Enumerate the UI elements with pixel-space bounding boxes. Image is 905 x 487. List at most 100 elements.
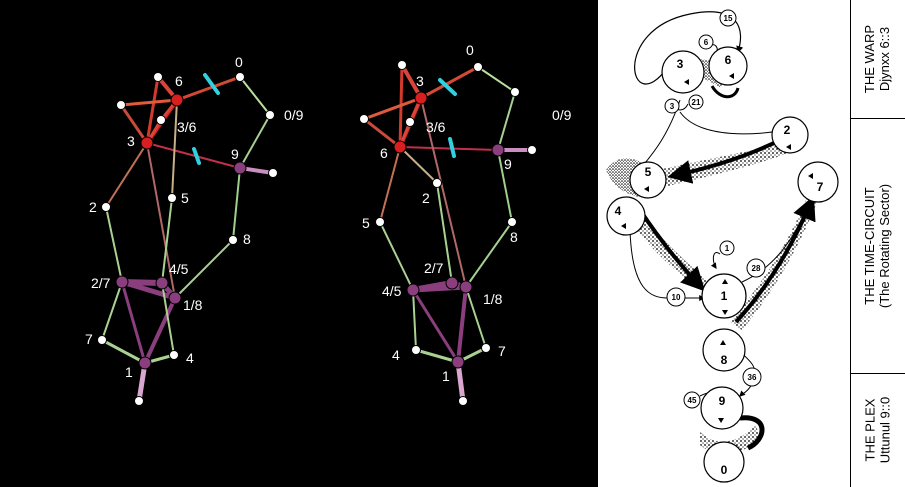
cut-mark bbox=[192, 147, 201, 165]
edge bbox=[119, 98, 179, 107]
sidebar-separator bbox=[850, 373, 905, 374]
edge bbox=[379, 146, 401, 223]
label-1: 1 bbox=[442, 368, 450, 384]
node-4 bbox=[169, 350, 179, 360]
label-3-6: 3/6 bbox=[426, 119, 446, 135]
hand-drawn-numogram-panel: 3 6 2 5 7 4 1 8 9 0 bbox=[598, 0, 905, 487]
cut-mark bbox=[438, 78, 457, 96]
label-1: 1 bbox=[125, 364, 133, 380]
numogram-sketch-svg: 3 6 2 5 7 4 1 8 9 0 bbox=[606, 9, 839, 483]
bubble-1 bbox=[719, 240, 735, 256]
edge bbox=[145, 75, 160, 145]
edge bbox=[362, 117, 402, 149]
edge bbox=[399, 146, 499, 151]
node-8 bbox=[507, 217, 517, 227]
edge bbox=[710, 252, 721, 269]
label-8: 8 bbox=[243, 231, 251, 247]
label-7: 7 bbox=[85, 331, 93, 347]
graph-b-labels: 0 0/9 3 3/6 6 9 2 5 8 2/7 4/5 1/8 4 7 1 bbox=[362, 42, 572, 384]
sketch-node-9 bbox=[700, 386, 744, 430]
bubble-45 bbox=[683, 391, 701, 409]
node-4-5 bbox=[155, 276, 169, 290]
sketch-label-8: 8 bbox=[721, 353, 728, 367]
sketch-label-3: 3 bbox=[677, 57, 684, 71]
edge bbox=[171, 99, 178, 199]
triangle-icon bbox=[808, 173, 813, 179]
triangle-icon bbox=[722, 310, 728, 315]
edge bbox=[161, 197, 173, 284]
node-0 bbox=[473, 62, 483, 72]
bubble-6 bbox=[698, 34, 714, 50]
label-3-6: 3/6 bbox=[177, 119, 197, 135]
label-2: 2 bbox=[422, 190, 430, 206]
cut-mark bbox=[448, 137, 456, 158]
zone-time-circuit: THE TIME-CIRCUIT (The Rotating Sector) bbox=[850, 118, 905, 373]
label-4-5: 4/5 bbox=[382, 283, 402, 299]
node-1-8 bbox=[168, 291, 182, 305]
graph-b-nodes bbox=[359, 60, 537, 406]
triangle-icon bbox=[684, 79, 689, 85]
triangle-icon bbox=[722, 279, 728, 284]
zone-plex: THE PLEX Uttunul 9::0 bbox=[850, 373, 905, 487]
node-0 bbox=[235, 72, 245, 82]
edge bbox=[465, 221, 513, 288]
edge bbox=[411, 288, 460, 364]
sketch-node-6 bbox=[708, 46, 748, 86]
bubble-label-36: 36 bbox=[748, 373, 757, 382]
node-9 bbox=[233, 161, 247, 175]
node-7 bbox=[97, 335, 107, 345]
sketch-label-0: 0 bbox=[721, 463, 728, 477]
sketch-node-3 bbox=[661, 50, 705, 94]
graph-a-nodes bbox=[97, 72, 278, 406]
triangle-icon bbox=[729, 73, 734, 79]
label-2: 2 bbox=[89, 199, 97, 215]
label-0: 0 bbox=[466, 42, 474, 58]
edge bbox=[497, 91, 516, 151]
node-7 bbox=[481, 343, 491, 353]
edge bbox=[105, 142, 148, 208]
label-0: 0 bbox=[235, 54, 243, 70]
bubble-15 bbox=[719, 9, 737, 27]
node-1-8 bbox=[459, 280, 473, 294]
sketch-node-7 bbox=[797, 161, 839, 203]
triangle-icon bbox=[720, 340, 726, 345]
node-3 bbox=[140, 136, 154, 150]
node-2 bbox=[432, 178, 442, 188]
edge bbox=[119, 103, 149, 145]
node-6 bbox=[393, 140, 407, 154]
sketch-label-7: 7 bbox=[817, 180, 824, 194]
label-5: 5 bbox=[362, 215, 370, 231]
bubble-label-6: 6 bbox=[704, 38, 709, 47]
node-aux bbox=[268, 168, 278, 178]
sketch-label-5: 5 bbox=[645, 165, 652, 179]
edge bbox=[101, 281, 123, 341]
zone-warp-title: THE WARP bbox=[862, 24, 878, 94]
bubble-label-28: 28 bbox=[752, 264, 761, 273]
edge bbox=[419, 65, 480, 100]
network-graphs-panel: 0 0/9 6 3/6 3 9 2 5 8 2/7 4/5 1/8 7 4 1 bbox=[85, 42, 572, 406]
sketch-node-1 bbox=[701, 273, 747, 319]
edge bbox=[455, 359, 466, 404]
node-aux bbox=[116, 100, 126, 110]
node-0-9 bbox=[265, 110, 275, 120]
edge bbox=[414, 348, 460, 364]
edge bbox=[412, 289, 417, 351]
label-0-9: 0/9 bbox=[552, 107, 572, 123]
loop-edge-15 bbox=[634, 11, 744, 85]
node-4 bbox=[411, 345, 421, 355]
node-6 bbox=[170, 93, 184, 107]
node-triangles bbox=[621, 73, 813, 423]
edge bbox=[100, 338, 147, 365]
zone-warp: THE WARP Djynxx 6::3 bbox=[850, 0, 905, 118]
bubble-36 bbox=[742, 367, 762, 387]
graph-a: 0 0/9 6 3/6 3 9 2 5 8 2/7 4/5 1/8 7 4 1 bbox=[85, 54, 304, 406]
label-7: 7 bbox=[498, 343, 506, 359]
node-aux bbox=[458, 396, 468, 406]
edge bbox=[477, 66, 516, 93]
edge-bubbles bbox=[664, 9, 766, 409]
zone-plex-subtitle: Uttunul 9::0 bbox=[877, 396, 893, 464]
sketch-node-8 bbox=[702, 328, 746, 372]
edge bbox=[436, 182, 453, 284]
sketch-label-2: 2 bbox=[784, 123, 791, 137]
edge bbox=[399, 146, 438, 184]
